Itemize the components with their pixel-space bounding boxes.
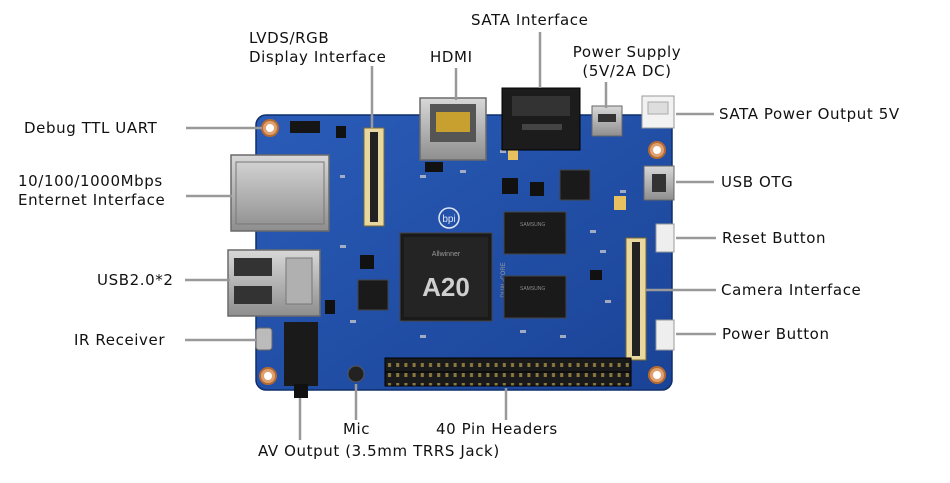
sata-power-connector — [641, 95, 675, 129]
ram-chip-1: SAMSUNG — [503, 211, 567, 255]
reset-button-part — [655, 223, 675, 253]
label-ir-receiver: IR Receiver — [74, 331, 166, 349]
label-power-button: Power Button — [722, 325, 830, 343]
label-usb-otg: USB OTG — [721, 173, 794, 191]
label-lvds-rgb: LVDS/RGB Display Interface — [249, 29, 386, 67]
label-av-output: AV Output (3.5mm TRRS Jack) — [258, 442, 500, 460]
leader-lines — [185, 32, 716, 440]
label-lvds-line1: LVDS/RGB — [249, 29, 330, 47]
ethernet-port — [230, 154, 330, 232]
label-ethernet: 10/100/1000Mbps Enternet Interface — [18, 172, 165, 210]
label-ethernet-line2: Enternet Interface — [18, 191, 166, 209]
av-jack — [284, 322, 318, 398]
label-sata-interface: SATA Interface — [471, 11, 589, 29]
ir-receiver — [255, 327, 273, 351]
label-hdmi: HDMI — [430, 48, 473, 66]
label-lvds-line2: Display Interface — [249, 48, 387, 66]
ram-chip-2: SAMSUNG — [503, 275, 567, 319]
usb-otg-port — [643, 165, 675, 201]
label-power-supply: Power Supply (5V/2A DC) — [562, 43, 692, 81]
camera-connector — [625, 237, 647, 361]
lvds-connector — [363, 127, 385, 227]
label-ethernet-line1: 10/100/1000Mbps — [18, 172, 163, 190]
logo-text: bpi — [442, 214, 455, 225]
soc-brand: Allwinner — [432, 251, 461, 258]
sata-connector — [501, 87, 581, 151]
label-reset-button: Reset Button — [722, 229, 827, 247]
label-debug-uart: Debug TTL UART — [24, 119, 158, 137]
label-sata-power: SATA Power Output 5V — [719, 105, 900, 123]
bpi-logo: bpi — [438, 207, 460, 229]
hdmi-port — [419, 97, 487, 161]
label-camera-interface: Camera Interface — [721, 281, 862, 299]
debug-uart-header — [290, 121, 320, 133]
usb2-ports — [227, 249, 321, 317]
label-power-supply-line2: (5V/2A DC) — [582, 62, 672, 80]
soc-chip: Allwinner A20 DUAL-CORE — [399, 232, 507, 322]
label-mic: Mic — [343, 420, 371, 438]
pin-headers-part — [384, 357, 632, 387]
power-button-part — [655, 319, 675, 351]
label-power-supply-line1: Power Supply — [572, 43, 682, 61]
soc-model: A20 — [422, 272, 470, 302]
power-supply-port — [591, 105, 623, 137]
microphone — [347, 365, 365, 383]
mounting-holes — [259, 119, 666, 385]
label-usb2: USB2.0*2 — [97, 271, 174, 289]
ram-brand-2: SAMSUNG — [520, 286, 545, 292]
label-pin-headers: 40 Pin Headers — [436, 420, 558, 438]
ram-brand-1: SAMSUNG — [520, 222, 545, 228]
